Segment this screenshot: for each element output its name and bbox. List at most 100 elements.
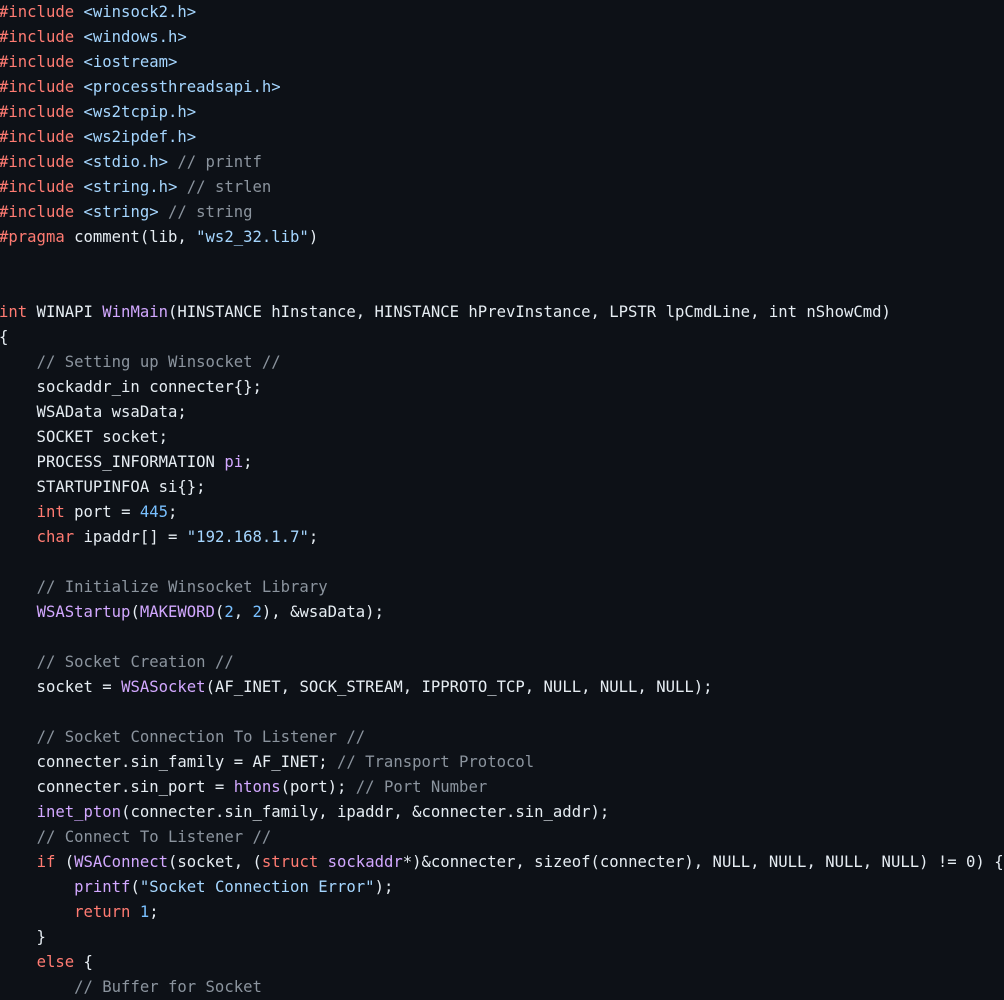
code-token — [74, 78, 83, 96]
code-token: ; — [243, 453, 253, 471]
code-line: #include <iostream> — [0, 50, 1004, 75]
keyword-token: char — [36, 528, 75, 546]
code-line: WSAData wsaData; — [0, 400, 1004, 425]
code-line: int WINAPI WinMain(HINSTANCE hInstance, … — [0, 300, 1004, 325]
code-token — [0, 978, 74, 996]
code-token — [74, 128, 83, 146]
code-token: WSAData wsaData; — [0, 403, 187, 421]
code-token: PROCESS_INFORMATION — [0, 453, 225, 471]
code-token: (AF_INET, SOCK_STREAM, IPPROTO_TCP, NULL… — [205, 678, 713, 696]
comment-token: // Port Number — [355, 778, 488, 796]
code-line: int port = 445; — [0, 500, 1004, 525]
code-line: printf("Socket Connection Error"); — [0, 875, 1004, 900]
code-line: // Setting up Winsocket // — [0, 350, 1004, 375]
code-token — [177, 178, 186, 196]
code-token: STARTUPINFOA si{}; — [0, 478, 206, 496]
function-token: sockaddr — [327, 853, 403, 871]
code-line — [0, 250, 1004, 275]
string-token: <windows.h> — [83, 28, 187, 46]
code-token: port = — [64, 503, 140, 521]
comment-token: // printf — [177, 153, 262, 171]
comment-token: // Transport Protocol — [336, 753, 535, 771]
code-token: ( — [130, 603, 140, 621]
code-token — [0, 353, 37, 371]
number-token: 445 — [139, 503, 169, 521]
code-line: #include <winsock2.h> — [0, 0, 1004, 25]
code-line — [0, 550, 1004, 575]
code-token — [0, 578, 37, 596]
code-token: WINAPI — [27, 303, 103, 321]
function-token: pi — [224, 453, 244, 471]
number-token: 2 — [224, 603, 234, 621]
code-token: ; — [149, 903, 159, 921]
keyword-token: #include — [0, 203, 75, 221]
code-line — [0, 275, 1004, 300]
keyword-token: else — [36, 953, 75, 971]
code-token — [74, 53, 83, 71]
string-token: <iostream> — [83, 53, 178, 71]
code-line: #pragma comment(lib, "ws2_32.lib") — [0, 225, 1004, 250]
code-token — [0, 953, 37, 971]
code-token — [0, 603, 37, 621]
code-token — [0, 878, 74, 896]
string-token: "192.168.1.7" — [186, 528, 309, 546]
code-line — [0, 625, 1004, 650]
code-line: #include <string.h> // strlen — [0, 175, 1004, 200]
code-line — [0, 700, 1004, 725]
comment-token: // Buffer for Socket — [74, 978, 262, 996]
code-token: *)&connecter, sizeof(connecter), NULL, N… — [402, 853, 1004, 871]
code-token: ); — [374, 878, 394, 896]
string-token: "Socket Connection Error" — [139, 878, 375, 896]
code-token: comment(lib, — [64, 228, 197, 246]
code-line: if (WSAConnect(socket, (struct sockaddr*… — [0, 850, 1004, 875]
code-token: ; — [308, 528, 319, 546]
code-token — [74, 178, 83, 196]
code-line: else { — [0, 950, 1004, 975]
function-token: htons — [233, 778, 281, 796]
keyword-token: return — [74, 903, 131, 921]
code-token: sockaddr_in connecter{}; — [0, 378, 262, 396]
code-token — [0, 528, 37, 546]
code-line: connecter.sin_port = htons(port); // Por… — [0, 775, 1004, 800]
comment-token: // Initialize Winsocket Library — [36, 578, 328, 596]
comment-token: // strlen — [186, 178, 272, 196]
code-token: ), &wsaData); — [261, 603, 384, 621]
function-token: WSASocket — [121, 678, 206, 696]
code-line: // Socket Connection To Listener // — [0, 725, 1004, 750]
keyword-token: #include — [0, 103, 75, 121]
code-line: // Socket Creation // — [0, 650, 1004, 675]
string-token: <ws2ipdef.h> — [83, 128, 197, 146]
code-token: connecter.sin_family = AF_INET; — [0, 753, 337, 771]
number-token: 1 — [139, 903, 150, 921]
code-token — [74, 103, 83, 121]
code-token: ; — [168, 503, 178, 521]
code-token — [0, 653, 37, 671]
code-token: connecter.sin_port = — [0, 778, 234, 796]
code-token — [168, 153, 177, 171]
code-line: SOCKET socket; — [0, 425, 1004, 450]
code-token — [159, 203, 168, 221]
code-line: char ipaddr[] = "192.168.1.7"; — [0, 525, 1004, 550]
code-token: ) — [308, 228, 319, 246]
code-token: ipaddr[] = — [74, 528, 187, 546]
code-token: ( — [214, 603, 225, 621]
code-line: socket = WSASocket(AF_INET, SOCK_STREAM,… — [0, 675, 1004, 700]
number-token: 2 — [252, 603, 262, 621]
string-token: <ws2tcpip.h> — [83, 103, 197, 121]
code-line: { — [0, 325, 1004, 350]
code-token — [0, 803, 37, 821]
code-token — [74, 203, 83, 221]
function-token: inet_pton — [36, 803, 122, 821]
comment-token: // Connect To Listener // — [36, 828, 272, 846]
keyword-token: #include — [0, 3, 75, 21]
keyword-token: #include — [0, 53, 75, 71]
keyword-token: int — [0, 303, 28, 321]
function-token: WinMain — [102, 303, 168, 321]
code-token: socket = — [0, 678, 122, 696]
code-token: { — [74, 953, 93, 971]
comment-token: // string — [168, 203, 253, 221]
code-line: PROCESS_INFORMATION pi; — [0, 450, 1004, 475]
keyword-token: #include — [0, 78, 75, 96]
